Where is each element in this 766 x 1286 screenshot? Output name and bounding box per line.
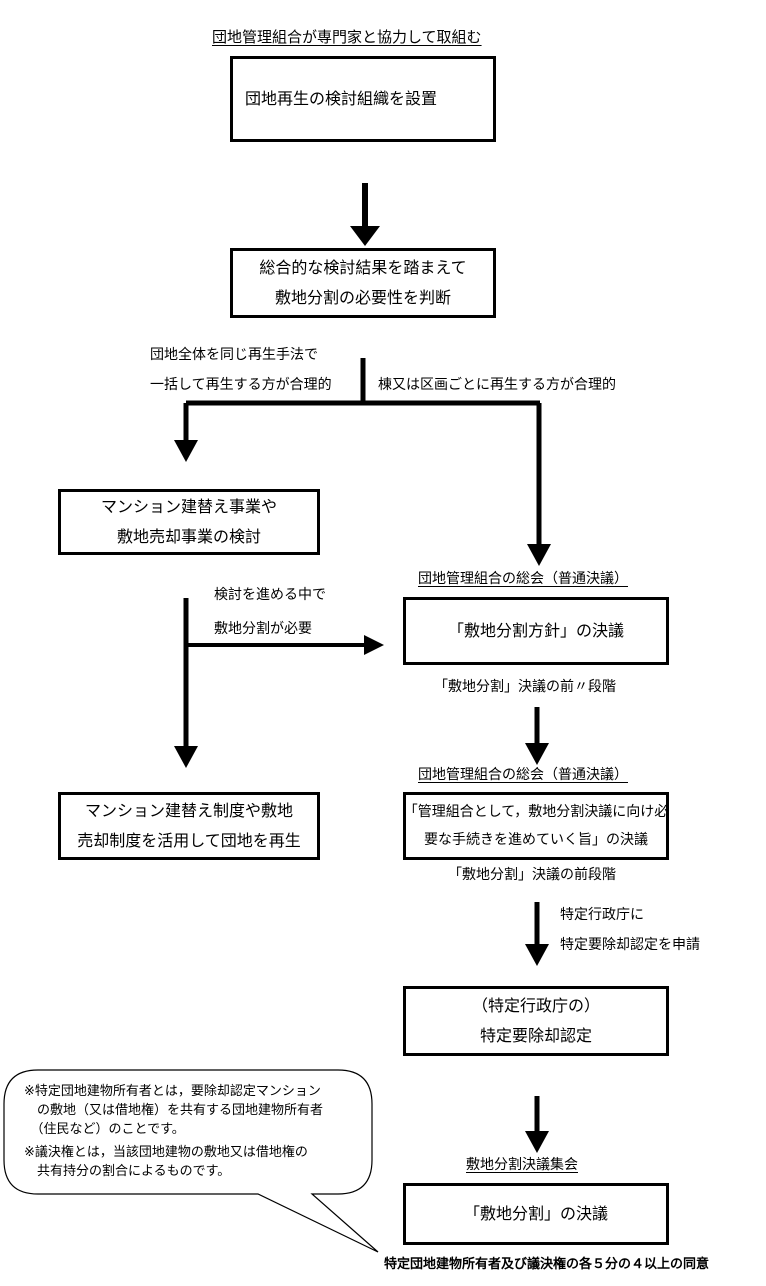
footer-consent: 特定団地建物所有者及び議決権の各５分の４以上の同意 bbox=[384, 1257, 710, 1272]
arrow-r2-to-r3 bbox=[525, 902, 549, 966]
top-heading: 団地管理組合が専門家と協力して取組む bbox=[212, 28, 482, 46]
box-division-resolution-label: 「敷地分割」の決議 bbox=[463, 1204, 608, 1223]
left-column-arrow bbox=[174, 598, 198, 768]
box-procedure-line1: 「管理組合として，敷地分割決議に向け必 bbox=[403, 804, 669, 820]
box-certification-line1: （特定行政庁の） bbox=[471, 996, 600, 1015]
box-study-organization: 団地再生の検討組織を設置 bbox=[230, 56, 496, 142]
branch-connector bbox=[174, 358, 551, 566]
box-judge-line1: 総合的な検討結果を踏まえて bbox=[259, 258, 467, 277]
heading-general-meeting-2: 団地管理組合の総会（普通決議） bbox=[418, 767, 628, 783]
box-division-policy: 「敷地分割方針」の決議 bbox=[403, 597, 669, 665]
box-certification-line2: 特定要除却認定 bbox=[479, 1026, 592, 1045]
left-branch-line2: 一括して再生する方が合理的 bbox=[150, 377, 332, 393]
box-use-systems-line2: 売却制度を活用して団地を再生 bbox=[77, 831, 301, 850]
note-pre-pre-stage: 「敷地分割」決議の前〃段階 bbox=[434, 679, 616, 695]
bubble-line2: の敷地（又は借地権）を共有する団地建物所有者 bbox=[24, 1103, 324, 1118]
note-bubble bbox=[3, 1069, 379, 1253]
box-rebuild-line2: 敷地売却事業の検討 bbox=[116, 527, 261, 546]
arrow-r3-to-r4 bbox=[525, 1096, 549, 1153]
arrow-r1-to-r2 bbox=[525, 707, 549, 765]
box-procedure-line2: 要な手続きを進めていく旨」の決議 bbox=[424, 832, 648, 848]
box-procedure-resolution: 「管理組合として，敷地分割決議に向け必 要な手続きを進めていく旨」の決議 bbox=[403, 792, 669, 860]
box-use-systems-line1: マンション建替え制度や敷地 bbox=[84, 801, 293, 820]
bubble-line3: （住民など）のことです。 bbox=[24, 1122, 185, 1137]
box-judge-line2: 敷地分割の必要性を判断 bbox=[274, 288, 451, 307]
note-apply-line2: 特定要除却認定を申請 bbox=[560, 937, 700, 953]
arrow-box1-to-box2 bbox=[350, 183, 380, 246]
bubble-line5: 共有持分の割合によるものです。 bbox=[24, 1164, 231, 1179]
box-certification: （特定行政庁の） 特定要除却認定 bbox=[403, 986, 669, 1056]
note-pre-stage: 「敷地分割」決議の前段階 bbox=[448, 867, 616, 883]
box-judge-necessity: 総合的な検討結果を踏まえて 敷地分割の必要性を判断 bbox=[230, 248, 496, 318]
heading-general-meeting-1: 団地管理組合の総会（普通決議） bbox=[418, 571, 628, 587]
box-study-organization-label: 団地再生の検討組織を設置 bbox=[245, 89, 438, 108]
note-apply-line1: 特定行政庁に bbox=[560, 907, 644, 923]
heading-division-assembly: 敷地分割決議集会 bbox=[466, 1157, 578, 1173]
bubble-line1: ※特定団地建物所有者とは，要除却認定マンション bbox=[24, 1084, 321, 1099]
bubble-line4: ※議決権とは，当該団地建物の敷地又は借地権の bbox=[24, 1145, 308, 1160]
box-use-systems: マンション建替え制度や敷地 売却制度を活用して団地を再生 bbox=[58, 792, 320, 860]
box-rebuild-sale-study: マンション建替え事業や 敷地売却事業の検討 bbox=[58, 489, 320, 555]
box-division-resolution: 「敷地分割」の決議 bbox=[403, 1183, 669, 1245]
mid-note-line2: 敷地分割が必要 bbox=[214, 621, 312, 637]
right-branch-label: 棟又は区画ごとに再生する方が合理的 bbox=[378, 377, 616, 393]
box-division-policy-label: 「敷地分割方針」の決議 bbox=[447, 621, 624, 640]
box-rebuild-line1: マンション建替え事業や bbox=[100, 497, 277, 516]
left-branch-line1: 団地全体を同じ再生手法で bbox=[150, 347, 318, 363]
arrow-to-r1 bbox=[186, 635, 384, 655]
mid-note-line1: 検討を進める中で bbox=[214, 587, 326, 603]
